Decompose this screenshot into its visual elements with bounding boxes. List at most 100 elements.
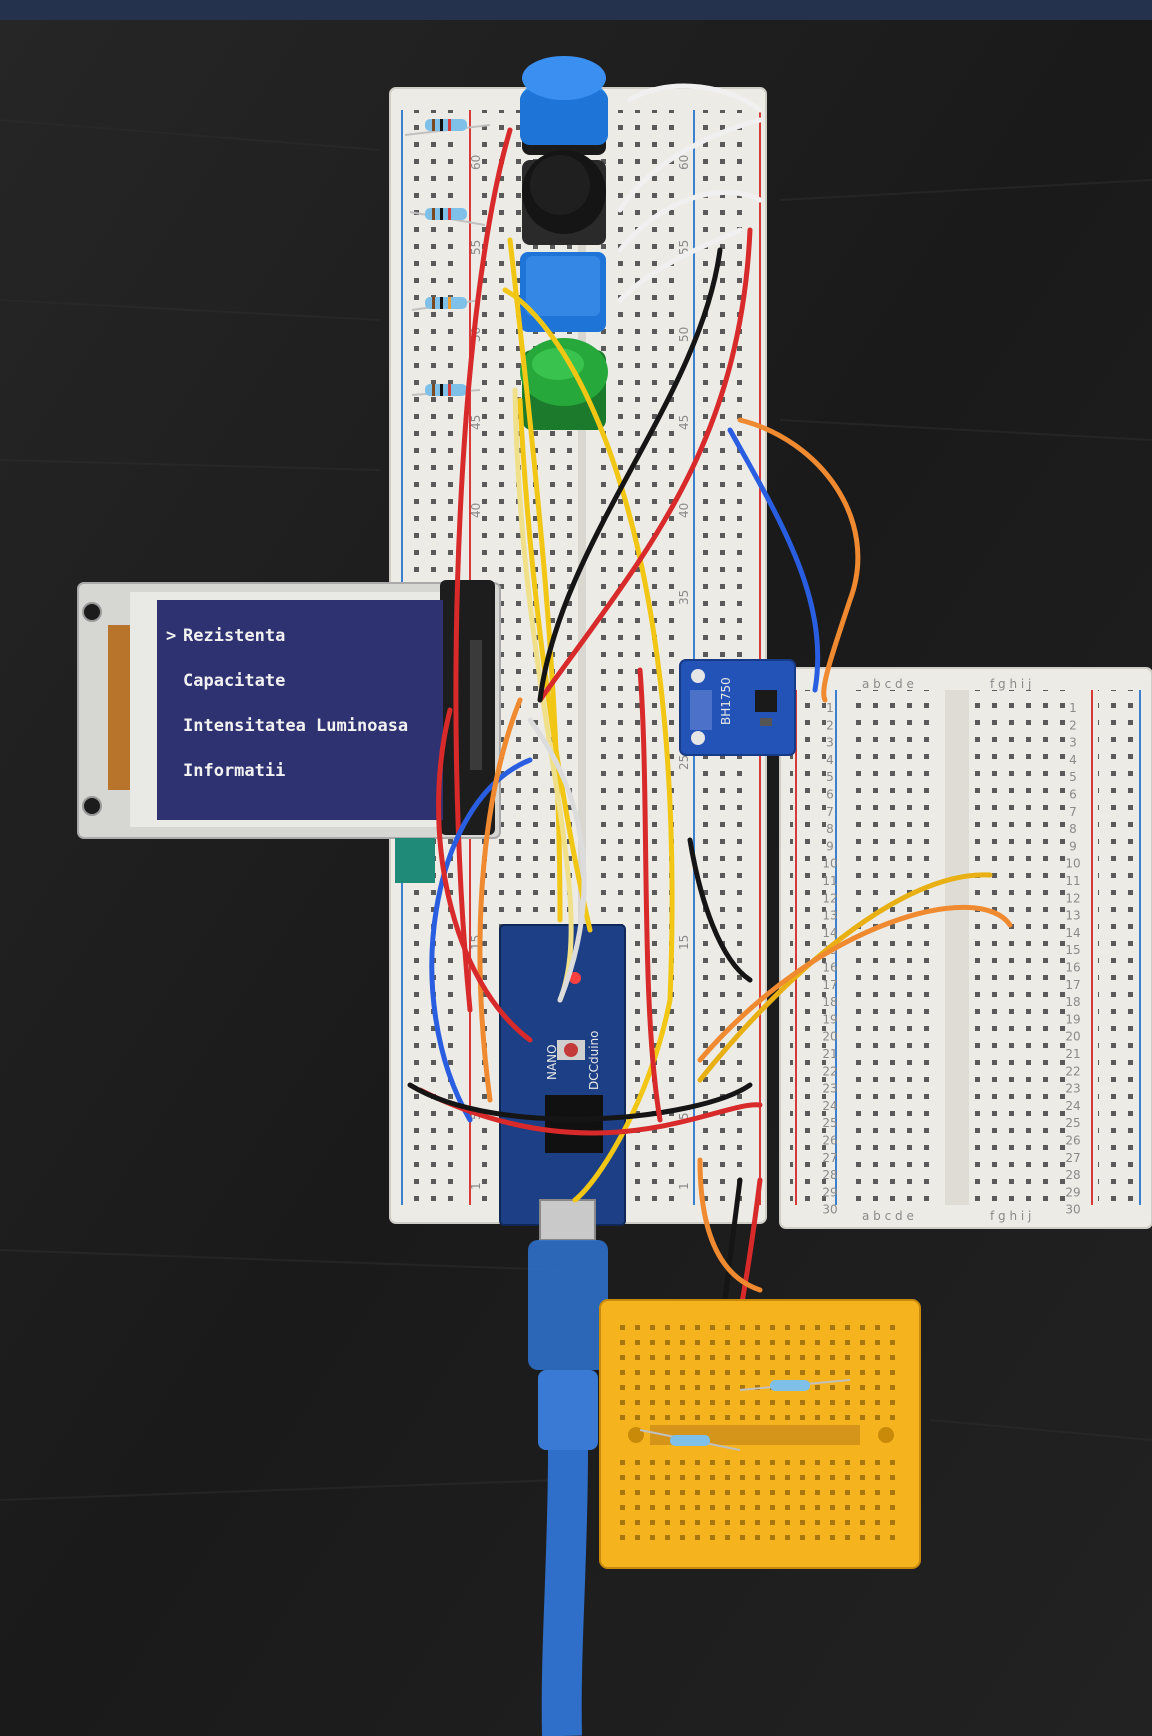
right-breadboard-row-number-right: 5 <box>1069 770 1077 784</box>
right-breadboard-row-number-right: 7 <box>1069 805 1077 819</box>
main-breadboard-row-number-right: 25 <box>677 755 691 770</box>
right-breadboard-row-number-right: 1 <box>1069 701 1077 715</box>
right-breadboard-row-number-right: 17 <box>1065 978 1080 992</box>
push-button-black <box>522 150 606 245</box>
right-breadboard-row-number-left: 23 <box>822 1082 837 1096</box>
right-breadboard-row-number-right: 15 <box>1065 943 1080 957</box>
main-breadboard-row-number-left: 60 <box>469 155 483 170</box>
right-breadboard-row-number-right: 26 <box>1065 1134 1080 1148</box>
right-breadboard-row-number-left: 19 <box>822 1012 837 1026</box>
lcd-screen <box>157 600 443 820</box>
right-breadboard-row-number-left: 16 <box>822 961 837 975</box>
usb-cable <box>528 1240 608 1736</box>
right-breadboard-row-number-left: 21 <box>822 1047 837 1061</box>
right-breadboard-row-number-left: 20 <box>822 1030 837 1044</box>
right-breadboard-row-number-left: 18 <box>822 995 837 1009</box>
right-breadboard-row-number-left: 24 <box>822 1099 837 1113</box>
main-breadboard-row-number-right: 5 <box>677 1112 691 1120</box>
right-breadboard-row-number-left: 17 <box>822 978 837 992</box>
right-breadboard-row-number-right: 3 <box>1069 736 1077 750</box>
main-breadboard-row-number-right: 50 <box>677 327 691 342</box>
menu-item-informatii: Informatii <box>183 761 285 781</box>
main-breadboard-row-number-left: 40 <box>469 503 483 518</box>
resistor-4 <box>411 384 481 396</box>
jumper-wires <box>407 83 1013 1373</box>
main-breadboard-row-number-left: 55 <box>469 240 483 255</box>
right-breadboard-row-number-left: 7 <box>826 805 834 819</box>
right-breadboard-row-number-right: 24 <box>1065 1099 1080 1113</box>
right-breadboard-row-number-right: 23 <box>1065 1082 1080 1096</box>
resistor-3 <box>411 297 481 311</box>
main-breadboard-row-number-left: 1 <box>469 1182 483 1190</box>
right-breadboard-row-number-right: 10 <box>1065 857 1080 871</box>
right-breadboard-row-number-right: 2 <box>1069 718 1077 732</box>
menu-item-capacitate: Capacitate <box>183 671 285 691</box>
right-breadboard-row-number-left: 11 <box>822 874 837 888</box>
right-breadboard-row-number-left: 13 <box>822 909 837 923</box>
right-breadboard-row-number-left: 25 <box>822 1116 837 1130</box>
right-breadboard-row-number-left: 9 <box>826 839 834 853</box>
right-breadboard-row-number-right: 28 <box>1065 1168 1080 1182</box>
right-breadboard-row-number-right: 6 <box>1069 788 1077 802</box>
right-breadboard-letters-top-right: f g h i j <box>990 677 1031 691</box>
right-breadboard-row-number-right: 30 <box>1065 1203 1080 1217</box>
right-breadboard-row-number-left: 5 <box>826 770 834 784</box>
desk-edge <box>0 0 1152 20</box>
right-breadboard-row-number-left: 14 <box>822 926 837 940</box>
right-breadboard-letters-bottom-left: a b c d e <box>862 1209 914 1223</box>
right-breadboard-row-number-left: 27 <box>822 1151 837 1165</box>
nano-brand-label: DCCduino <box>587 1030 601 1090</box>
right-breadboard-row-number-left: 22 <box>822 1064 837 1078</box>
desk-grain-lines <box>0 119 1152 1501</box>
right-breadboard-row-number-left: 29 <box>822 1185 837 1199</box>
resistor-2 <box>409 208 486 226</box>
right-breadboard-row-number-right: 18 <box>1065 995 1080 1009</box>
main-breadboard-row-number-left: 45 <box>469 415 483 430</box>
resistor-1 <box>404 119 491 136</box>
right-breadboard-row-number-left: 3 <box>826 736 834 750</box>
menu-cursor: > <box>166 626 176 646</box>
right-breadboard-row-number-right: 22 <box>1065 1064 1080 1078</box>
right-breadboard-row-number-right: 16 <box>1065 961 1080 975</box>
tape-strip <box>395 838 435 883</box>
right-breadboard-row-number-left: 1 <box>826 701 834 715</box>
main-breadboard-row-number-right: 1 <box>677 1182 691 1190</box>
main-breadboard-row-number-right: 15 <box>677 935 691 950</box>
main-breadboard-row-number-right: 60 <box>677 155 691 170</box>
main-breadboard-row-number-left: 5 <box>469 1112 483 1120</box>
right-breadboard-row-number-right: 13 <box>1065 909 1080 923</box>
right-breadboard-row-number-right: 12 <box>1065 891 1080 905</box>
right-breadboard-row-number-right: 14 <box>1065 926 1080 940</box>
right-breadboard-row-number-left: 6 <box>826 788 834 802</box>
main-breadboard-row-number-right: 45 <box>677 415 691 430</box>
menu-item-rezistenta: Rezistenta <box>183 626 285 646</box>
right-breadboard-row-number-right: 20 <box>1065 1030 1080 1044</box>
mini-breadboard-resistor-2 <box>639 1429 741 1451</box>
right-breadboard-row-number-right: 9 <box>1069 839 1077 853</box>
arduino-nano-board <box>499 924 626 1241</box>
right-breadboard-row-number-left: 4 <box>826 753 834 767</box>
right-breadboard-row-number-left: 30 <box>822 1203 837 1217</box>
right-breadboard-letters-bottom-right: f g h i j <box>990 1209 1031 1223</box>
right-breadboard-row-number-right: 4 <box>1069 753 1077 767</box>
right-breadboard-row-number-right: 19 <box>1065 1012 1080 1026</box>
right-breadboard-row-number-right: 21 <box>1065 1047 1080 1061</box>
right-breadboard-row-number-right: 27 <box>1065 1151 1080 1165</box>
right-breadboard-row-number-right: 29 <box>1065 1185 1080 1199</box>
right-breadboard-row-number-left: 8 <box>826 822 834 836</box>
right-breadboard-row-number-left: 10 <box>822 857 837 871</box>
mini-breadboard <box>599 1299 921 1569</box>
bh1750-sensor-module <box>679 659 796 756</box>
right-breadboard-row-number-left: 26 <box>822 1134 837 1148</box>
right-breadboard-row-number-right: 8 <box>1069 822 1077 836</box>
push-button-blue-square <box>520 252 606 332</box>
right-breadboard-row-number-left: 28 <box>822 1168 837 1182</box>
mini-breadboard-resistor-1 <box>739 1379 851 1391</box>
right-breadboard-letters-top-left: a b c d e <box>862 677 914 691</box>
sensor-label: BH1750 <box>719 677 733 725</box>
right-breadboard-row-number-left: 2 <box>826 718 834 732</box>
right-breadboard-row-number-left: 12 <box>822 891 837 905</box>
push-button-blue-top <box>520 56 608 155</box>
